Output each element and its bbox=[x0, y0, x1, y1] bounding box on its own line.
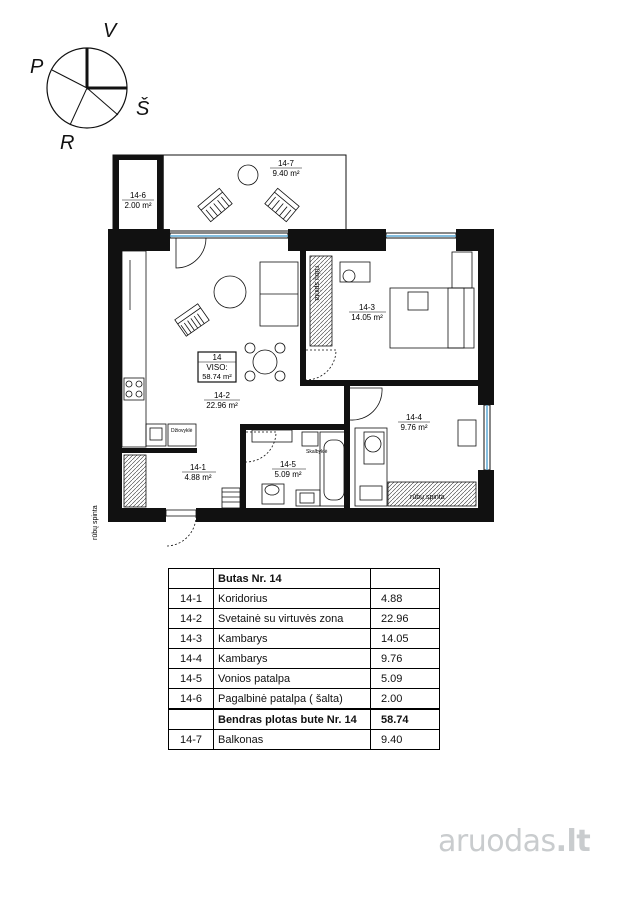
table-header-row: Butas Nr. 14 bbox=[168, 568, 440, 589]
balcony-area bbox=[112, 154, 347, 232]
compass-west: P bbox=[30, 56, 44, 78]
compass-rose bbox=[46, 47, 128, 129]
svg-text:9.40 m²: 9.40 m² bbox=[272, 169, 299, 178]
compass-east: Š bbox=[136, 98, 150, 120]
svg-text:VISO:: VISO: bbox=[206, 363, 227, 372]
room-label-14-1: 14-1 4.88 m² bbox=[182, 463, 216, 482]
door-swings bbox=[175, 237, 383, 463]
table-row: 14-4 Kambarys 9.76 bbox=[168, 648, 440, 669]
table-row: 14-3 Kambarys 14.05 bbox=[168, 628, 440, 649]
table-row: 14-1 Koridorius 4.88 bbox=[168, 588, 440, 609]
table-row: 14-5 Vonios patalpa 5.09 bbox=[168, 668, 440, 689]
table-row: 14-6 Pagalbinė patalpa ( šalta) 2.00 bbox=[168, 688, 440, 710]
table-header: Butas Nr. 14 bbox=[213, 568, 371, 589]
windows bbox=[169, 232, 491, 471]
fixture-labels: rūbų spinta rūbų spinta rūbų spinta Džio… bbox=[92, 266, 445, 540]
room-label-14-2: 14-2 22.96 m² bbox=[204, 391, 240, 410]
svg-text:14-7: 14-7 bbox=[278, 159, 295, 168]
room-label-14-6: 14-6 2.00 m² bbox=[122, 191, 154, 210]
wardrobe-label-corridor: rūbų spinta bbox=[92, 505, 99, 540]
table-balcony-row: 14-7 Balkonas 9.40 bbox=[168, 729, 440, 750]
svg-text:14-6: 14-6 bbox=[130, 191, 147, 200]
interior-walls bbox=[122, 250, 480, 508]
exterior-walls bbox=[108, 229, 494, 522]
bathroom-fixtures bbox=[251, 429, 349, 507]
svg-text:14-3: 14-3 bbox=[359, 303, 376, 312]
room-label-14-7: 14-7 9.40 m² bbox=[270, 159, 302, 178]
watermark-logo: aruodas.lt bbox=[438, 824, 591, 859]
room-label-14-5: 14-5 5.09 m² bbox=[272, 460, 306, 479]
kitchen-counter bbox=[121, 250, 197, 448]
svg-text:4.88 m²: 4.88 m² bbox=[184, 473, 211, 482]
washer-label: Skalbyklė bbox=[306, 449, 328, 455]
svg-text:14-4: 14-4 bbox=[406, 413, 423, 422]
compass-north: V bbox=[103, 20, 117, 42]
room-label-14-3: 14-3 14.05 m² bbox=[349, 303, 386, 322]
svg-text:14: 14 bbox=[213, 353, 222, 362]
dryer-label: Džiovyklė bbox=[171, 428, 193, 434]
svg-text:2.00 m²: 2.00 m² bbox=[124, 201, 151, 210]
table-total-row: Bendras plotas bute Nr. 14 58.74 bbox=[168, 708, 440, 730]
table-row: 14-2 Svetainė su virtuvės zona 22.96 bbox=[168, 608, 440, 629]
wardrobe-label-bedroom-1: rūbų spinta bbox=[313, 266, 320, 301]
total-area-box: 14 VISO: 58.74 m² bbox=[197, 351, 237, 383]
svg-text:5.09 m²: 5.09 m² bbox=[274, 470, 301, 479]
room-labels: 14-7 9.40 m² 14-6 2.00 m² 14-3 14.05 m² … bbox=[122, 159, 430, 482]
svg-text:22.96 m²: 22.96 m² bbox=[206, 401, 238, 410]
room-label-14-4: 14-4 9.76 m² bbox=[398, 413, 430, 432]
wardrobe-label-bedroom-2: rūbų spinta bbox=[410, 494, 445, 501]
living-furniture bbox=[174, 261, 299, 382]
svg-text:58.74 m²: 58.74 m² bbox=[202, 372, 232, 381]
corridor-fixtures bbox=[123, 454, 241, 547]
bedroom-1-furniture bbox=[309, 251, 475, 349]
floor-plan: 14-7 9.40 m² 14-6 2.00 m² 14-3 14.05 m² … bbox=[92, 154, 494, 547]
area-table: Butas Nr. 14 14-1 Koridorius 4.88 14-2 S… bbox=[168, 568, 440, 750]
svg-text:9.76 m²: 9.76 m² bbox=[400, 423, 427, 432]
svg-text:14-2: 14-2 bbox=[214, 391, 231, 400]
svg-text:14-5: 14-5 bbox=[280, 460, 297, 469]
svg-text:14-1: 14-1 bbox=[190, 463, 207, 472]
compass-south: R bbox=[60, 132, 75, 154]
svg-text:14.05 m²: 14.05 m² bbox=[351, 313, 383, 322]
balcony-furniture bbox=[197, 164, 300, 223]
bedroom-2-furniture bbox=[354, 419, 477, 507]
